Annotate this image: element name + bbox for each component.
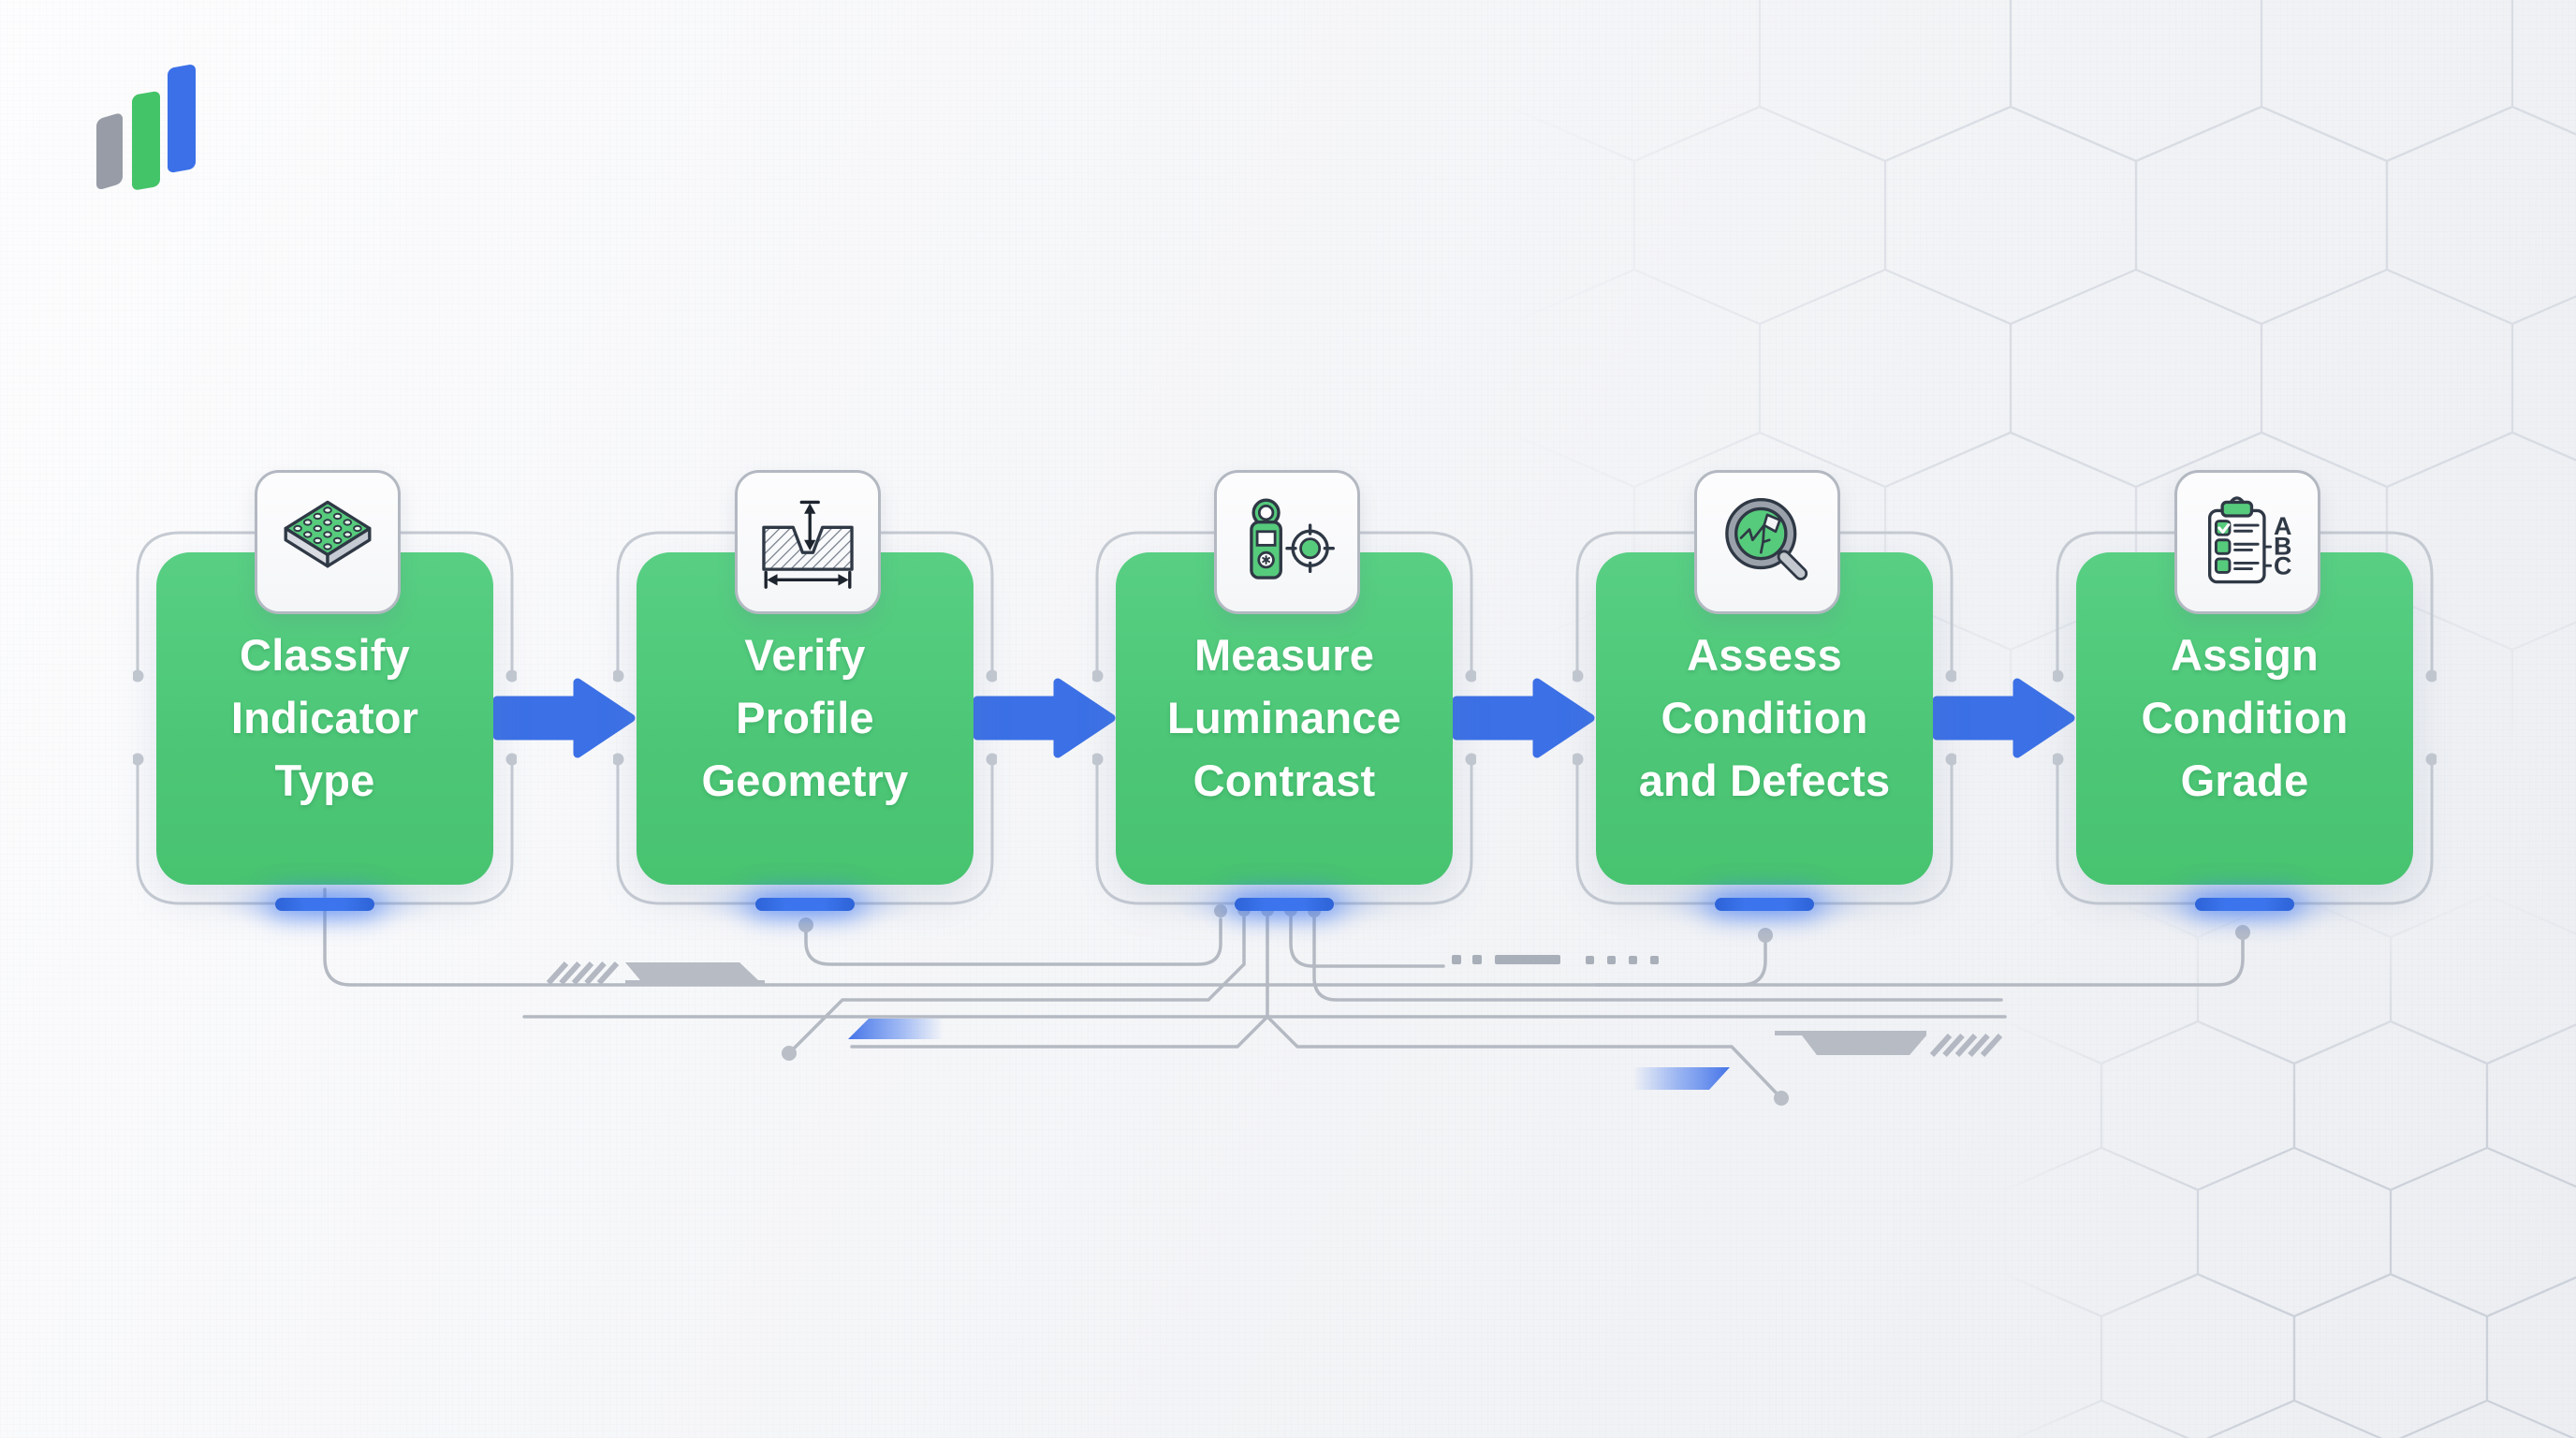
circuit-traces <box>323 888 2245 1097</box>
flow-arrow-4 <box>1932 678 2075 758</box>
step-node-verify-profile-geometry: Verify Profile Geometry <box>613 470 997 931</box>
step-icon-card <box>1694 470 1840 614</box>
profile-depth-width-icon <box>762 500 854 589</box>
hatch-left <box>546 961 765 986</box>
tactile-paving-icon <box>284 500 372 568</box>
step-label: Measure Luminance Contrast <box>1167 630 1401 805</box>
step-node-assign-condition-grade: Assign Condition Grade <box>2053 470 2437 931</box>
logo-bar-blue <box>168 65 196 173</box>
step-label: Assess Condition and Defects <box>1638 630 1891 805</box>
step-label: Verify Profile Geometry <box>701 630 909 805</box>
step-icon-card <box>255 470 401 614</box>
step-underline <box>2195 898 2294 911</box>
step-label: Classify Indicator Type <box>230 630 419 805</box>
glow-pill-left <box>848 1019 944 1039</box>
step-label: Assign Condition Grade <box>2141 630 2349 805</box>
step-icon-card: A B C <box>2174 470 2320 614</box>
flow-arrow-2 <box>973 678 1116 758</box>
bar-chart-logo <box>89 47 229 211</box>
flow-arrow-1 <box>492 678 636 758</box>
flow-arrows <box>492 678 2075 758</box>
step-underline <box>1235 898 1334 911</box>
grade-letter-c: C <box>2274 552 2291 580</box>
step-node-classify-indicator-type: Classify Indicator Type <box>133 470 517 931</box>
step-underline <box>1715 898 1814 911</box>
step-box: Measure Luminance Contrast <box>1116 552 1453 885</box>
circuit-nodes <box>782 903 2250 1106</box>
hexagon-pattern-bottom <box>1977 876 2576 1438</box>
crack-magnifier-icon <box>1725 497 1808 580</box>
dash-row <box>1452 955 1659 964</box>
luminance-meter-target-icon <box>1250 498 1335 580</box>
grade-checklist-icon: A B C <box>2208 496 2291 584</box>
grade-letter-b: B <box>2274 532 2291 560</box>
grade-letter-a: A <box>2274 512 2291 540</box>
logo-bar-gray <box>96 113 123 189</box>
step-underline <box>755 898 855 911</box>
step-underline <box>275 898 374 911</box>
glow-pill-right <box>1632 1067 1730 1090</box>
step-icon-card <box>735 470 881 614</box>
step-outline <box>1092 531 1476 905</box>
step-node-measure-luminance-contrast: Measure Luminance Contrast <box>1092 470 1476 931</box>
flow-arrow-3 <box>1452 678 1595 758</box>
logo-bar-green <box>132 91 160 190</box>
hatch-right <box>1775 1031 2003 1058</box>
step-icon-card <box>1214 470 1360 614</box>
step-node-assess-condition-defects: Assess Condition and Defects <box>1573 470 1956 931</box>
